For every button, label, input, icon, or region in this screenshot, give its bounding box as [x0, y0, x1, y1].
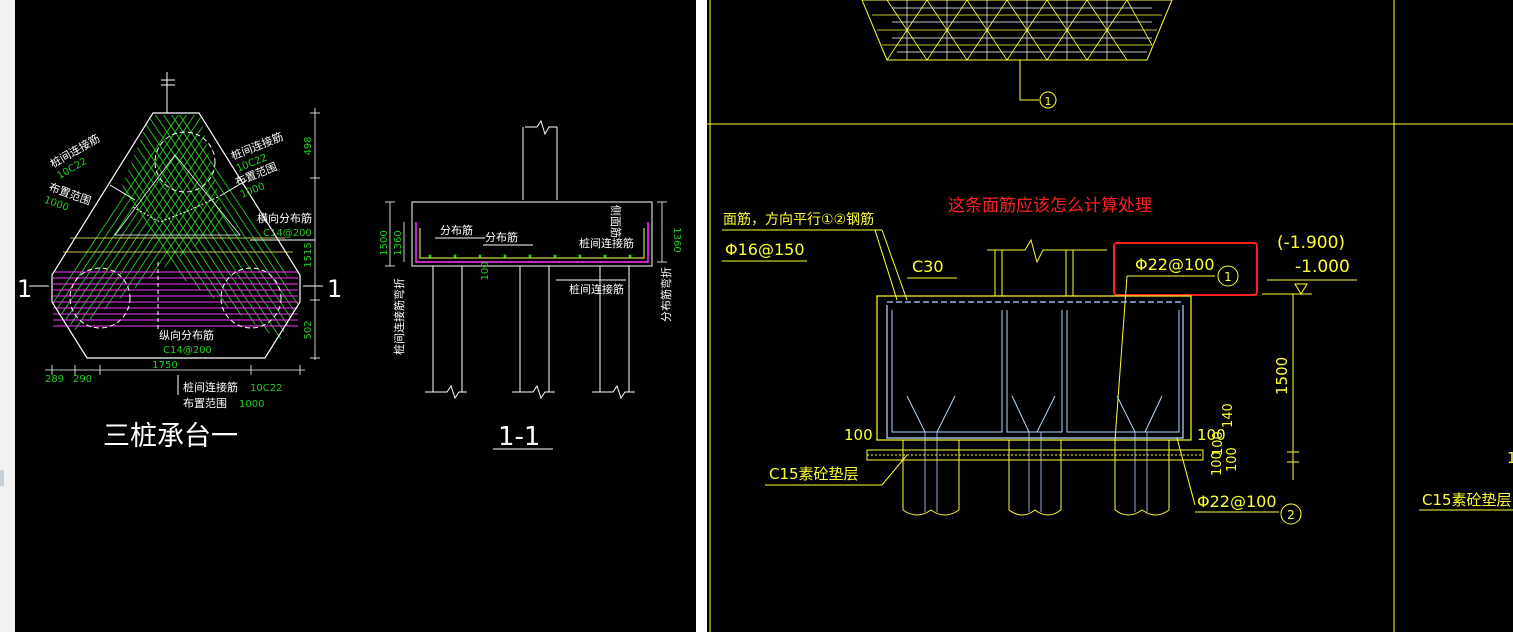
strip-marker	[0, 470, 4, 486]
sec-dim-1500: 1500	[379, 230, 390, 255]
inner-triangle	[114, 154, 241, 236]
pile-cap-plan: 1 1 桩间连接筋 10C22 布置范围 1000 桩间连接筋 10C22 布置…	[17, 72, 342, 452]
pile-cap-elevation	[876, 295, 1192, 441]
label-e3: 布置范围	[183, 396, 227, 410]
label-c15: C15素砼垫层	[769, 465, 859, 483]
circle-2-text: 2	[1287, 508, 1295, 522]
dim-100-left: 100	[844, 426, 873, 444]
dim-289: 289	[45, 374, 64, 385]
leader-a	[109, 184, 136, 201]
panel-divider	[696, 0, 707, 632]
column-elevation	[987, 238, 1107, 296]
dim-top: 498	[303, 136, 314, 155]
label-d1: 纵向分布筋	[159, 328, 214, 342]
section-dims	[385, 201, 667, 267]
cad-drawing-left[interactable]: 1 1 桩间连接筋 10C22 布置范围 1000 桩间连接筋 10C22 布置…	[15, 0, 696, 632]
dim-1500: 1500	[1273, 357, 1291, 395]
dim-100c: 100	[1210, 451, 1225, 476]
label-e2: 10C22	[250, 383, 282, 394]
cap-inner-rebar	[419, 228, 645, 259]
label-phi16: Φ16@150	[725, 240, 805, 259]
label-zjljj: 桩间连接筋	[579, 236, 634, 250]
dim-100b: 100	[1225, 447, 1240, 472]
label-zjljj-wz: 桩间连接筋弯折	[392, 278, 406, 355]
label-fbj2: 分布筋	[485, 230, 518, 244]
leader-phi22-bot	[1176, 437, 1196, 506]
label-c30: C30	[912, 257, 944, 276]
circle-1-text: 1	[1224, 270, 1232, 284]
dim-1750: 1750	[152, 360, 177, 371]
piles-elevation	[902, 440, 1170, 516]
plan-title: 三桩承台一	[103, 421, 238, 452]
pile-left	[69, 267, 131, 329]
horizontal-rebar-band	[53, 271, 298, 327]
label-fbj1: 分布筋	[440, 223, 473, 237]
label-e4: 1000	[239, 399, 264, 410]
leader-phi16-a	[881, 229, 908, 301]
label-cmj: 侧面筋	[609, 205, 623, 238]
leader-phi22-top	[1114, 275, 1128, 441]
sec-dim-100: 100	[480, 261, 491, 280]
label-fbj-wz: 分布筋弯折	[659, 267, 673, 322]
left-drawing-canvas: 1 1 桩间连接筋 10C22 布置范围 1000 桩间连接筋 10C22 布置…	[17, 72, 682, 452]
dim-100a: 100	[1211, 431, 1226, 456]
section-mark-right: 1	[327, 275, 342, 303]
label-d2: C14@200	[163, 345, 212, 356]
label-c2: C14@200	[263, 228, 312, 239]
circle-1-top	[1039, 91, 1057, 109]
dim-290: 290	[73, 374, 92, 385]
sec-dim-1360r: 1360	[671, 227, 682, 252]
label-c1: 横向分布筋	[257, 211, 312, 225]
label-phi22-bot: Φ22@100	[1197, 492, 1277, 511]
pile-top	[154, 131, 216, 193]
label-level2: -1.000	[1295, 257, 1350, 277]
vertical-dim	[1287, 294, 1299, 480]
bottom-rebar	[886, 305, 1184, 439]
section-title: 1-1	[498, 422, 540, 452]
label-level1: (-1.900)	[1277, 233, 1345, 253]
cap-bottom-rebar	[415, 222, 649, 263]
highlight-box	[1113, 242, 1258, 296]
column-break	[525, 119, 557, 136]
label-e1: 桩间连接筋	[183, 380, 238, 394]
dim-row-bottom	[45, 365, 305, 375]
section-piles	[425, 266, 635, 400]
dim-column-right	[310, 108, 320, 360]
circle-1-top-text: 1	[1045, 95, 1052, 108]
dim-140: 140	[1221, 403, 1236, 428]
dim-100-right: 100	[1197, 426, 1226, 444]
dim-partial-right: 1	[1507, 449, 1513, 467]
label-group-a2: 布置范围 1000	[43, 180, 94, 214]
level-triangle	[1294, 283, 1308, 295]
label-group-a: 桩间连接筋 10C22	[48, 131, 103, 182]
right-drawing-canvas: 1 这条面筋应该怎么计算处理 面筋，方向平行①②钢筋 Φ16@150 C30 Φ…	[707, 0, 1513, 632]
label-c15-right: C15素砼垫层	[1422, 491, 1512, 509]
pile-right	[220, 267, 282, 329]
leader-circle-1-top	[1019, 60, 1039, 101]
right-arm-hatch	[105, 115, 300, 340]
label-phi22-top: Φ22@100	[1135, 255, 1215, 274]
question-annotation: 这条面筋应该怎么计算处理	[948, 196, 1152, 216]
dim-mid: 1515	[303, 242, 314, 267]
rebar-dots	[428, 254, 632, 258]
section-mark-left: 1	[17, 275, 32, 303]
leader-phi16-b	[874, 229, 898, 301]
cad-drawing-right[interactable]: 1 这条面筋应该怎么计算处理 面筋，方向平行①②钢筋 Φ16@150 C30 Φ…	[707, 0, 1513, 632]
pile-cap-outline	[51, 112, 301, 359]
section-1-1: 分布筋 分布筋 桩间连接筋 桩间连接筋 侧面筋 桩间连接筋弯折 分布筋弯折 15…	[379, 119, 682, 452]
dim-bot: 502	[303, 320, 314, 339]
label-top-bars: 面筋，方向平行①②钢筋	[723, 211, 874, 228]
circle-2	[1280, 503, 1302, 525]
top-plan-fragment: 1	[861, 0, 1173, 109]
sec-dim-1360: 1360	[393, 230, 404, 255]
cap-section-outline	[411, 201, 653, 267]
leader-b	[219, 179, 248, 197]
circle-1	[1217, 265, 1239, 287]
inner-rebars	[891, 310, 1180, 433]
window-left-strip	[0, 0, 15, 632]
label-zjljj2: 桩间连接筋	[569, 282, 624, 296]
pile-rebars	[924, 432, 1148, 512]
